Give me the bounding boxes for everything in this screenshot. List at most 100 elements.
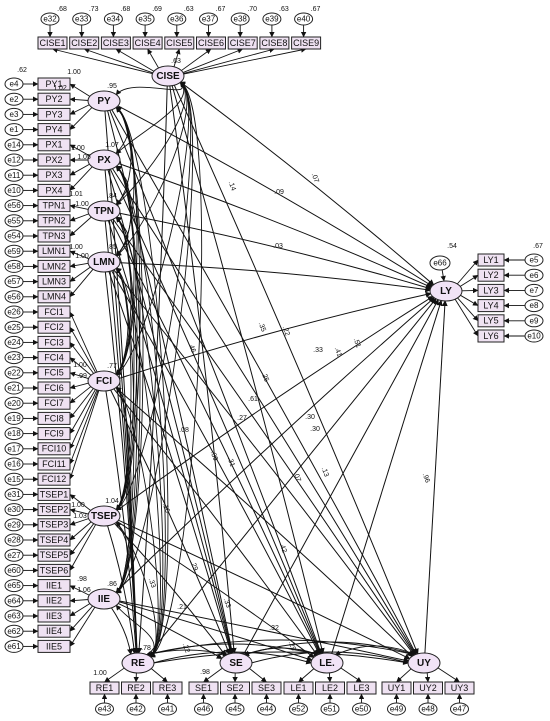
indicator-label-px4: PX4 bbox=[45, 185, 62, 195]
error-node-e37 bbox=[199, 12, 218, 26]
loading-coefficient: 1.01 bbox=[69, 191, 83, 198]
error-label-e61: e61 bbox=[7, 642, 21, 651]
loading-arrow-fci11 bbox=[69, 389, 99, 465]
error-node-e41 bbox=[158, 702, 177, 716]
indicator-box-px2 bbox=[37, 153, 71, 167]
loading-arrow-fci6 bbox=[69, 382, 90, 390]
indicator-label-uy3: UY3 bbox=[451, 683, 469, 693]
covariance-re-uy bbox=[145, 639, 417, 657]
error-node-e54 bbox=[4, 229, 24, 243]
error-label-e38: e38 bbox=[234, 15, 248, 24]
error-label-e29: e29 bbox=[7, 520, 21, 529]
indicator-box-fci4 bbox=[37, 351, 71, 365]
latent-label-se: SE bbox=[229, 658, 243, 669]
path-coefficient: .51 bbox=[352, 337, 362, 349]
loading-arrow-uy1 bbox=[396, 668, 412, 683]
error-node-e3 bbox=[4, 107, 24, 121]
latent-label-lmn: LMN bbox=[93, 257, 115, 268]
path-coefficient: .32 bbox=[269, 625, 279, 632]
loading-arrow-ly5 bbox=[456, 297, 479, 322]
indicator-label-cise8: CISE8 bbox=[261, 38, 287, 48]
error-label-e46: e46 bbox=[197, 705, 211, 714]
indicator-label-px1: PX1 bbox=[45, 140, 62, 150]
indicator-box-re1 bbox=[89, 681, 120, 695]
indicator-box-fci6 bbox=[37, 381, 71, 395]
error-label-e10: e10 bbox=[7, 186, 21, 195]
path-coefficient: .33 bbox=[222, 597, 232, 609]
path-coefficient: .09 bbox=[274, 189, 284, 196]
error-node-e21 bbox=[4, 381, 24, 395]
error-node-e18 bbox=[4, 427, 24, 441]
loading-arrow-ly4 bbox=[459, 294, 479, 306]
latent-variance-px: 1.07 bbox=[105, 142, 119, 149]
indicator-box-fci11 bbox=[37, 457, 71, 471]
indicator-label-ly3: LY3 bbox=[483, 285, 498, 295]
error-node-e6 bbox=[524, 268, 544, 282]
path-cise-to-le bbox=[171, 85, 325, 655]
error-label-e54: e54 bbox=[7, 232, 21, 241]
covariance-px-re bbox=[115, 165, 166, 658]
indicator-box-py2 bbox=[37, 92, 71, 106]
error-label-e64: e64 bbox=[7, 596, 21, 605]
loading-arrow-tsep5 bbox=[69, 522, 95, 556]
error-node-e30 bbox=[4, 503, 24, 517]
indicator-box-ly6 bbox=[477, 329, 505, 343]
error-label-e20: e20 bbox=[7, 399, 21, 408]
edges-layer bbox=[23, 25, 525, 703]
variance-label-cise5: .63 bbox=[184, 6, 194, 13]
loading-arrow-le3 bbox=[340, 667, 362, 683]
indicator-label-le1: LE1 bbox=[290, 683, 306, 693]
path-coefficient: .25 bbox=[260, 371, 270, 383]
error-node-e1 bbox=[4, 123, 24, 137]
indicator-label-tsep5: TSEP5 bbox=[40, 550, 69, 560]
indicator-label-px3: PX3 bbox=[45, 170, 62, 180]
error-label-e21: e21 bbox=[7, 384, 21, 393]
path-coefficient: .33 bbox=[147, 577, 157, 589]
indicator-box-iie5 bbox=[37, 639, 71, 653]
loading-arrow-le2 bbox=[326, 672, 333, 683]
indicator-label-re1: RE1 bbox=[96, 683, 114, 693]
loading-arrow-cise3 bbox=[115, 48, 155, 73]
error-node-e7 bbox=[524, 283, 544, 297]
path-coefficient: .22 bbox=[281, 325, 291, 337]
variance-label-cise8: .63 bbox=[279, 6, 289, 13]
indicator-box-cise3 bbox=[100, 36, 131, 50]
error-node-e36 bbox=[167, 12, 187, 26]
error-node-e35 bbox=[135, 12, 155, 26]
variance-label-e66: .54 bbox=[447, 243, 457, 250]
indicator-label-fci11: FCI11 bbox=[42, 459, 66, 469]
error-node-e5 bbox=[524, 253, 544, 267]
loading-coefficient: .98 bbox=[77, 576, 87, 583]
loading-arrow-py4 bbox=[69, 106, 93, 130]
indicator-label-cise6: CISE6 bbox=[198, 38, 224, 48]
indicator-box-py4 bbox=[37, 123, 71, 137]
indicator-box-fci5 bbox=[37, 366, 71, 380]
variance-label-cise6: .67 bbox=[216, 6, 226, 13]
error-node-e56 bbox=[4, 290, 24, 304]
indicator-box-ly1 bbox=[477, 253, 505, 267]
indicator-box-iie3 bbox=[37, 609, 71, 623]
error-node-e14 bbox=[4, 138, 24, 152]
latent-variance-tpn: .84 bbox=[107, 193, 117, 200]
error-node-e29 bbox=[4, 518, 24, 532]
indicator-box-cise6 bbox=[196, 36, 226, 50]
indicator-label-fci4: FCI4 bbox=[44, 352, 64, 362]
error-node-e28 bbox=[4, 533, 24, 547]
error-node-e23 bbox=[4, 351, 24, 365]
path-coefficient: .31 bbox=[226, 456, 236, 468]
indicator-box-px1 bbox=[37, 138, 71, 152]
indicator-box-py1 bbox=[37, 77, 71, 91]
indicator-label-fci1: FCI1 bbox=[44, 307, 64, 317]
error-label-e48: e48 bbox=[421, 705, 435, 714]
error-node-e27 bbox=[4, 548, 24, 562]
latent-node-tpn bbox=[87, 200, 121, 222]
indicator-box-lmn1 bbox=[37, 244, 71, 258]
indicator-label-fci3: FCI3 bbox=[44, 337, 64, 347]
loading-arrow-fci10 bbox=[69, 389, 98, 450]
error-label-e10: e10 bbox=[527, 332, 541, 341]
error-node-e24 bbox=[4, 335, 24, 349]
indicator-label-px2: PX2 bbox=[45, 155, 62, 165]
path-coefficient: .41 bbox=[333, 346, 343, 358]
loading-arrow-cise7 bbox=[182, 48, 244, 74]
path-coefficient: .07 bbox=[310, 172, 320, 184]
